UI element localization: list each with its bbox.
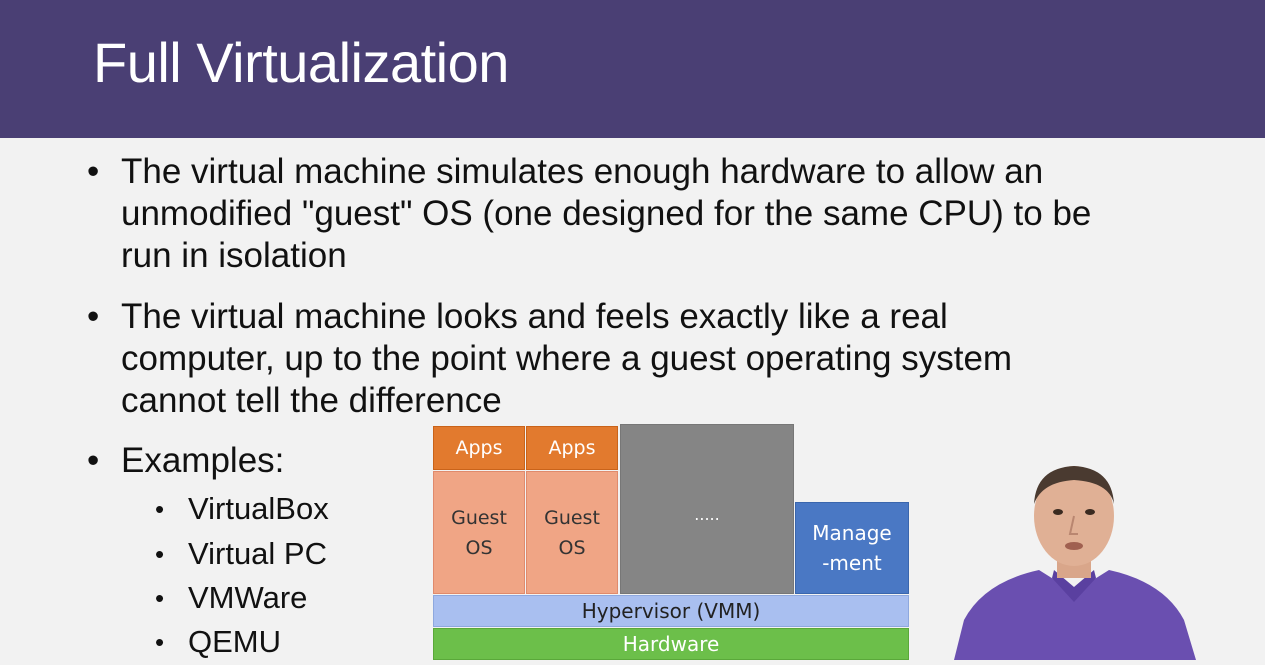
example-label: VirtualBox — [188, 491, 329, 526]
bullet-item: • The virtual machine simulates enough h… — [87, 151, 1092, 277]
sub-bullet-item: • VirtualBox — [155, 487, 329, 531]
bullet-marker: • — [155, 627, 165, 657]
bullet-marker: • — [87, 152, 100, 191]
bullet-line: The virtual machine simulates enough har… — [121, 152, 1044, 191]
more-vms-placeholder: ..... — [620, 424, 794, 594]
presenter-image — [954, 466, 1196, 660]
example-label: Virtual PC — [188, 536, 327, 571]
bullet-line: Examples: — [121, 441, 285, 480]
management-label: -ment — [822, 551, 882, 575]
presenter-video — [944, 452, 1206, 660]
guest-os-label: Guest — [544, 506, 600, 529]
bullet-line: run in isolation — [121, 236, 347, 275]
management-box: Manage -ment — [795, 502, 909, 594]
management-label: Manage — [812, 521, 892, 545]
bullet-line: The virtual machine looks and feels exac… — [121, 297, 948, 336]
bullet-line: unmodified "guest" OS (one designed for … — [121, 194, 1092, 233]
bullet-marker: • — [155, 583, 165, 613]
sub-bullet-item: • Virtual PC — [155, 532, 327, 576]
guest-os-label: OS — [558, 536, 586, 559]
bullet-marker: • — [87, 297, 100, 336]
example-label: QEMU — [188, 624, 281, 659]
bullet-marker: • — [87, 441, 100, 480]
apps-box-2: Apps — [526, 426, 618, 470]
guest-os-label: OS — [465, 536, 493, 559]
bullet-item: • The virtual machine looks and feels ex… — [87, 296, 1013, 422]
bullet-line: computer, up to the point where a guest … — [121, 339, 1013, 378]
hypervisor-layer: Hypervisor (VMM) — [433, 595, 909, 627]
slide-title: Full Virtualization — [93, 31, 509, 94]
bullet-item: • Examples: — [87, 440, 285, 482]
bullet-line: cannot tell the difference — [121, 381, 502, 420]
guest-os-label: Guest — [451, 506, 507, 529]
sub-bullet-item: • VMWare — [155, 576, 308, 620]
sub-bullet-item: • QEMU — [155, 620, 281, 664]
hardware-layer: Hardware — [433, 628, 909, 660]
title-bar: Full Virtualization — [0, 0, 1265, 138]
apps-box-1: Apps — [433, 426, 525, 470]
bullet-marker: • — [155, 539, 165, 569]
bullet-marker: • — [155, 494, 165, 524]
example-label: VMWare — [188, 580, 308, 615]
